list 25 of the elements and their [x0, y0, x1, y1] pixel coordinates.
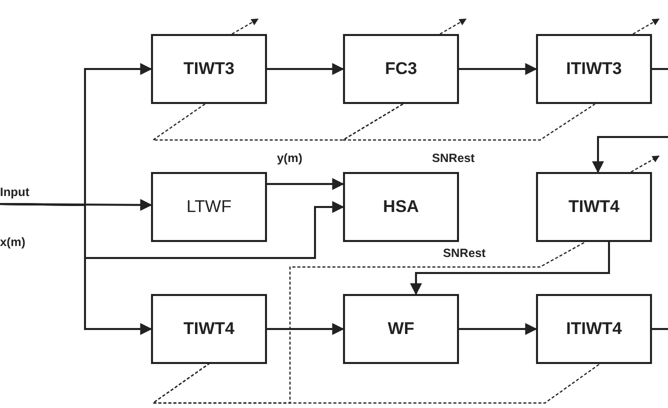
arrow [459, 63, 538, 75]
arrow [459, 323, 538, 335]
process-box: TIWT4 [151, 294, 267, 364]
process-box: ITIWT4 [536, 294, 652, 364]
signal-label: SNRest [432, 150, 475, 167]
signal-label: SNRest [443, 245, 486, 262]
dashed-arrow [232, 18, 259, 35]
process-box: ITIWT3 [536, 34, 652, 104]
process-box: HSA [343, 172, 459, 242]
arrow [267, 63, 344, 75]
dashed-arrow [440, 18, 467, 35]
process-box: TIWT3 [151, 34, 267, 104]
process-box: TIWT4 [536, 172, 652, 242]
signal-label: x(m) [0, 234, 26, 251]
process-box: WF [343, 294, 459, 364]
input-label: Input [0, 186, 40, 204]
process-box: FC3 [343, 34, 459, 104]
arrow [410, 241, 610, 296]
arrow [592, 136, 668, 174]
dashed-arrow [632, 18, 660, 35]
arrow [267, 178, 344, 190]
process-box: LTWF [151, 172, 267, 242]
dashed-arrow [630, 155, 660, 173]
arrow [0, 203, 152, 335]
arrow [267, 323, 344, 335]
